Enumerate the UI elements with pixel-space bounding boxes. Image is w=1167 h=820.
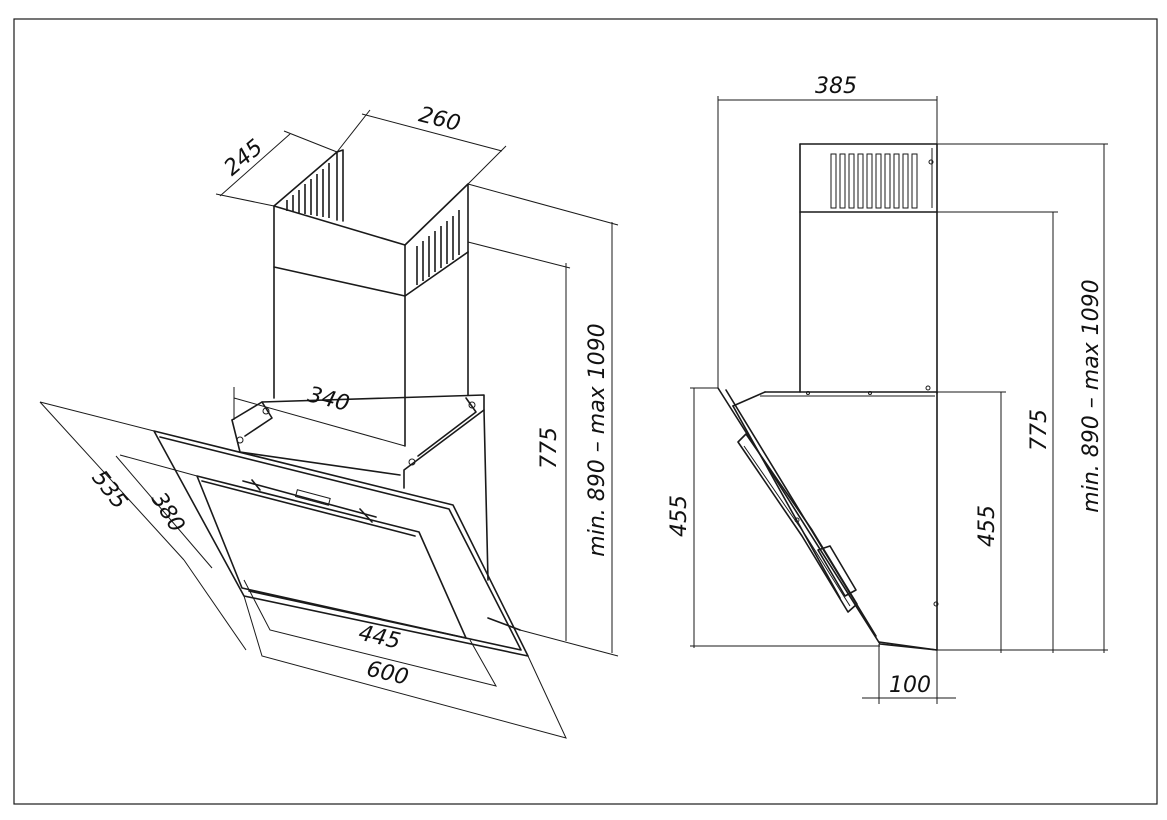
dim-side-385: 385 bbox=[717, 74, 938, 388]
dim-260-label: 260 bbox=[416, 102, 463, 136]
glass-panel bbox=[153, 430, 529, 657]
side-view: 385 min. 890 – max 1090 775 455 455 bbox=[667, 74, 1108, 704]
dim-535: 535 bbox=[39, 401, 185, 561]
vent-slots-back bbox=[286, 163, 330, 218]
dim-side-385-label: 385 bbox=[815, 74, 857, 99]
dim-side-775: 775 bbox=[937, 211, 1058, 653]
dim-775-label: 775 bbox=[537, 427, 562, 469]
dim-side-890-1090-label: min. 890 – max 1090 bbox=[1079, 279, 1104, 512]
dim-775: 775 bbox=[467, 241, 571, 641]
drawing-frame bbox=[13, 18, 1158, 805]
dim-side-890-1090: min. 890 – max 1090 bbox=[937, 143, 1108, 653]
chimney-upper-section bbox=[273, 149, 469, 297]
dim-side-455-right-label: 455 bbox=[975, 505, 1000, 547]
control-panel bbox=[294, 489, 331, 506]
dim-260: 260 bbox=[336, 102, 507, 185]
side-hood-body bbox=[717, 385, 939, 651]
dim-380-label: 380 bbox=[146, 488, 189, 537]
dim-535-label: 535 bbox=[86, 466, 132, 514]
dim-side-455-left-label: 455 bbox=[667, 495, 692, 537]
side-vent-slots bbox=[830, 153, 918, 209]
dim-445-label: 445 bbox=[356, 621, 403, 655]
vent-slots-right bbox=[416, 210, 460, 285]
chimney-lower-section bbox=[273, 251, 469, 447]
dim-890-1090-label: min. 890 – max 1090 bbox=[585, 323, 610, 556]
isometric-view: 245 260 min. 890 – max 1090 775 340 bbox=[39, 102, 619, 739]
side-chimney bbox=[799, 143, 938, 394]
dim-890-1090: min. 890 – max 1090 bbox=[467, 183, 619, 657]
dim-340: 340 bbox=[233, 382, 406, 447]
dim-side-100: 100 bbox=[862, 644, 956, 704]
hood-body bbox=[483, 409, 521, 631]
mounting-bracket bbox=[231, 394, 485, 489]
glass-hinge-mechanism bbox=[737, 433, 858, 613]
dim-side-455-right: 455 bbox=[937, 391, 1006, 653]
dim-side-775-label: 775 bbox=[1027, 409, 1052, 451]
dim-340-label: 340 bbox=[305, 382, 352, 416]
dim-245-label: 245 bbox=[220, 135, 268, 181]
dim-445: 445 bbox=[243, 579, 498, 687]
dim-side-100-label: 100 bbox=[889, 673, 931, 698]
dim-side-455-left: 455 bbox=[667, 387, 880, 648]
